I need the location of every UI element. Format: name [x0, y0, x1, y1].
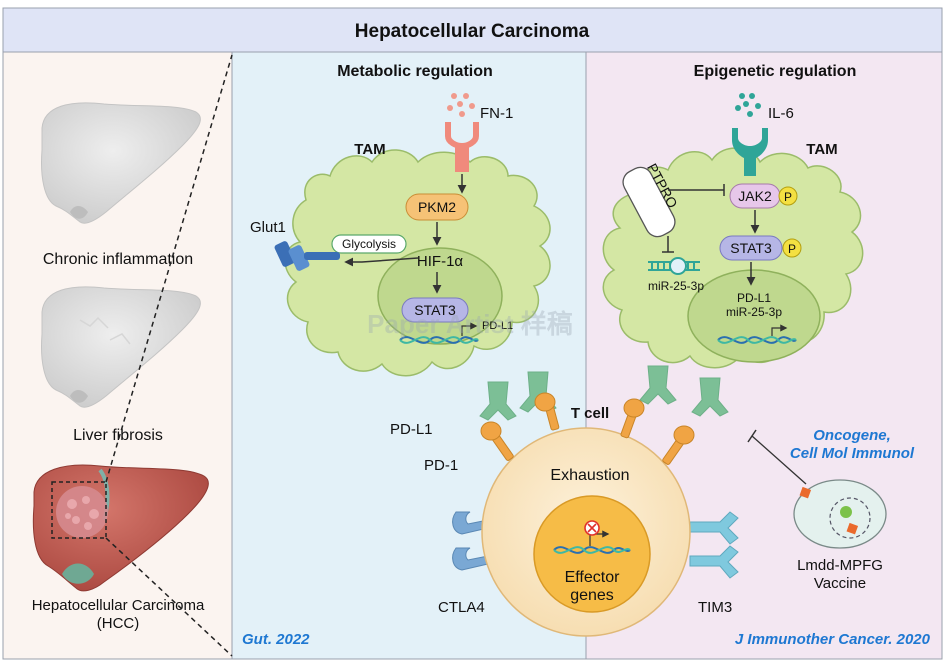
- stat3-label-metabolic: STAT3: [414, 302, 456, 318]
- stat3-label-epigenetic: STAT3: [730, 240, 772, 256]
- vaccine-icon: [793, 479, 887, 549]
- glycolysis-label: Glycolysis: [342, 237, 396, 251]
- tim3-label: TIM3: [698, 599, 732, 616]
- effector-label-line1: Effector: [565, 569, 621, 586]
- epi-gene-label-2: miR-25-3p: [726, 305, 782, 319]
- tim3-receptor-icon: [689, 511, 739, 579]
- pd1-receptor-icon: [480, 392, 695, 465]
- fn1-ligand-icon: [447, 93, 475, 117]
- il6-receptor-icon: [732, 128, 768, 176]
- ctla4-receptor-icon: [452, 511, 489, 571]
- zoom-line-top: [105, 54, 233, 483]
- liver-chronic-inflammation: [41, 102, 201, 224]
- effector-label-line2: genes: [570, 587, 614, 604]
- il6-label: IL-6: [768, 105, 794, 122]
- vaccine-inhibit-line: [751, 435, 807, 485]
- mirna-hairpin-icon: [648, 257, 700, 275]
- pdl1-gene-label: PD-L1: [482, 320, 513, 332]
- liver-fibrosis: [41, 286, 201, 408]
- stage-label-hcc-line2: (HCC): [97, 615, 140, 632]
- header-bar: [2, 7, 943, 53]
- exhaustion-label: Exhaustion: [550, 467, 629, 484]
- epigenetic-title: Epigenetic regulation: [694, 63, 857, 80]
- stage-label-liver-fibrosis: Liver fibrosis: [73, 427, 163, 444]
- stat3-node-metabolic: [401, 297, 469, 323]
- stat3-phospho-label: P: [788, 242, 796, 256]
- il6-ligand-icon: [735, 93, 761, 117]
- hif1a-label: HIF-1α: [417, 253, 464, 270]
- tam-label-metabolic: TAM: [354, 141, 385, 158]
- ptpro-node: [622, 166, 676, 238]
- watermark: Paper Artist 样稿: [367, 309, 573, 339]
- liver-hcc: [32, 464, 209, 592]
- vaccine-label-line2: Vaccine: [814, 575, 866, 592]
- jak2-phospho-label: P: [784, 190, 792, 204]
- oncogene-citation-line2: Cell Mol Immunol: [790, 445, 915, 462]
- stage-label-hcc-line1: Hepatocellular Carcinoma: [32, 597, 205, 614]
- dna-icon-epigenetic: [717, 336, 797, 344]
- zoom-line-bottom: [105, 537, 233, 657]
- dna-icon-tcell: [553, 546, 631, 554]
- tam-nucleus-epigenetic: [687, 269, 821, 363]
- glycolysis-node: [331, 234, 407, 254]
- fn1-receptor-icon: [445, 122, 479, 172]
- epi-gene-label-1: PD-L1: [737, 291, 771, 305]
- metabolic-title: Metabolic regulation: [337, 63, 493, 80]
- stat3-phospho-icon: [782, 238, 802, 258]
- dna-icon-metabolic: [399, 336, 479, 344]
- citation-epigenetic: J Immunother Cancer. 2020: [735, 631, 931, 648]
- mir-label: miR-25-3p: [648, 279, 704, 293]
- oncogene-citation-line1: Oncogene,: [813, 427, 891, 444]
- jak2-phospho-icon: [778, 186, 798, 206]
- pkm2-node: [405, 193, 469, 221]
- stat3-node-epigenetic: [719, 235, 783, 261]
- glut1-label: Glut1: [250, 219, 286, 236]
- pdl1-receptor-right-icon: [639, 365, 729, 417]
- citation-metabolic: Gut. 2022: [242, 631, 310, 648]
- t-cell-label: T cell: [571, 405, 609, 422]
- glut1-transporter-icon: [274, 241, 340, 271]
- pdl1-receptor-label: PD-L1: [390, 421, 433, 438]
- jak2-label: JAK2: [738, 188, 772, 204]
- tam-label-epigenetic: TAM: [806, 141, 837, 158]
- stage-label-chronic-inflammation: Chronic inflammation: [43, 251, 193, 268]
- pd1-receptor-label: PD-1: [424, 457, 458, 474]
- pkm2-label: PKM2: [418, 199, 456, 215]
- tumor-focus-box: [51, 481, 107, 539]
- t-cell-nucleus: [533, 495, 651, 613]
- vaccine-label-line1: Lmdd-MPFG: [797, 557, 883, 574]
- fn1-label: FN-1: [480, 105, 513, 122]
- page-title: Hepatocellular Carcinoma: [355, 21, 590, 42]
- ctla4-label: CTLA4: [438, 599, 485, 616]
- pdl1-receptor-icon: [479, 371, 557, 421]
